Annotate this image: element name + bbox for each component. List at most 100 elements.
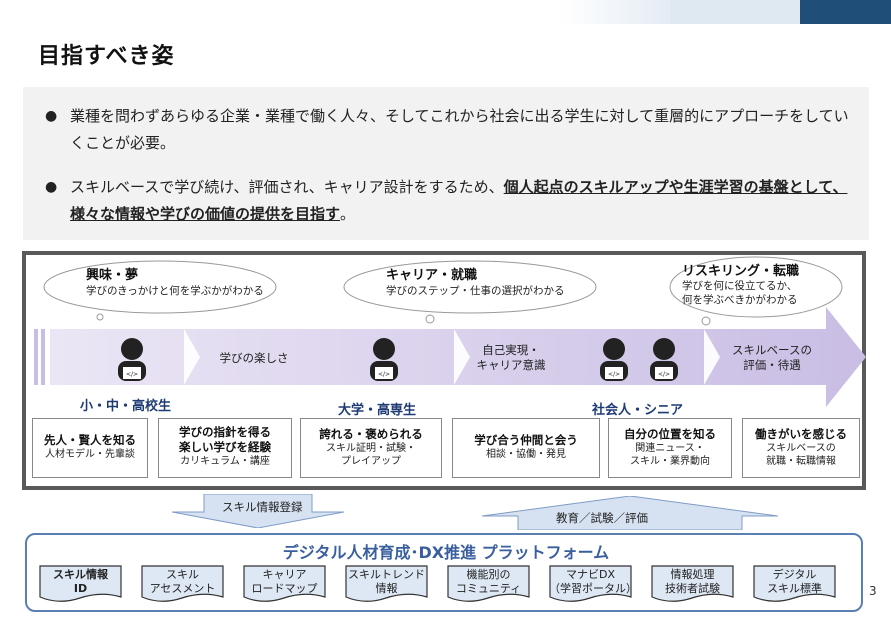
- learning-journey-arrow: [34, 307, 866, 407]
- platform-item-4-label: スキルトレンド 情報: [345, 565, 428, 596]
- summary-box: ● 業種を問わずあらゆる企業・業種で働く人々、そしてこれから社会に出る学生に対し…: [23, 87, 869, 240]
- document-banner-icon: [549, 565, 632, 602]
- cloud-reskilling-title: リスキリング・転職: [682, 264, 800, 279]
- senior-person-icon: </>: [650, 338, 678, 381]
- stage-label-university: 大学・高専生: [338, 403, 417, 418]
- card-4-sub: 相談・協働・発見: [486, 449, 566, 460]
- platform-item-4-line2: 情報: [375, 582, 398, 595]
- summary-bullet-2-tail: 。: [340, 205, 356, 223]
- summary-bullet-1-text: 業種を問わずあらゆる企業・業種で働く人々、そしてこれから社会に出る学生に対して重…: [70, 107, 849, 152]
- cloud-career-sub: 学びのステップ・仕事の選択がわかる: [386, 285, 565, 297]
- document-banner-icon: [243, 565, 326, 602]
- card-feel-fulfillment: 働きがいを感じる スキルベースの 就職・転職情報: [742, 418, 860, 478]
- platform-item-8-label: デジタル スキル標準: [753, 565, 836, 596]
- platform-item-skill-assessment[interactable]: スキル アセスメント: [141, 565, 224, 603]
- platform-item-7-line2: 技術者試験: [665, 582, 720, 595]
- arrow-text-skill-based: スキルベースの 評価・待遇: [724, 343, 820, 373]
- stage-label-school: 小・中・高校生: [80, 399, 172, 414]
- card-6-sub-2: 就職・転職情報: [766, 456, 836, 467]
- platform-item-skill-id[interactable]: スキル情報 ID: [39, 565, 122, 603]
- card-3-sub-2: プレイアップ: [341, 456, 401, 467]
- platform-item-7-line1: 情報処理: [670, 568, 715, 581]
- summary-bullet-2-lead: スキルベースで学び続け、評価され、キャリア設計をするため、: [70, 178, 504, 196]
- platform-item-career-roadmap[interactable]: キャリア ロードマップ: [243, 565, 326, 603]
- card-learn-from-mentors: 先人・賢人を知る 人材モデル・先輩談: [32, 418, 148, 478]
- card-3-title: 誇れる・褒められる: [319, 427, 423, 441]
- svg-text:</>: </>: [126, 371, 138, 378]
- document-banner-icon: [141, 565, 224, 602]
- card-1-sub: 人材モデル・先輩談: [45, 449, 135, 460]
- card-5-sub-1: 関連ニュース・: [635, 443, 705, 454]
- card-3-sub-1: スキル証明・試験・: [326, 443, 416, 454]
- card-2-title-2: 楽しい学びを経験: [179, 440, 271, 454]
- card-4-title: 学び合う仲間と会う: [474, 433, 578, 447]
- platform-item-8-line1: デジタル: [772, 568, 817, 581]
- card-proud-praised: 誇れる・褒められる スキル証明・試験・ プレイアップ: [300, 418, 442, 478]
- platform-title: デジタル人材育成･DX推進 プラットフォーム: [282, 543, 610, 562]
- worker-person-icon: </>: [600, 338, 628, 381]
- top-decorative-bar: [0, 0, 891, 24]
- platform-item-manabi-dx[interactable]: マナビDX （学習ポータル）: [549, 565, 637, 603]
- platform-item-1-line2: ID: [73, 582, 88, 595]
- platform-item-7-label: 情報処理 技術者試験: [651, 565, 734, 596]
- platform-item-2-line1: スキル: [166, 568, 199, 581]
- document-banner-icon: [651, 565, 734, 602]
- platform-item-3-line2: ロードマップ: [251, 582, 318, 595]
- platform-item-6-line1: マナビDX: [565, 568, 615, 581]
- svg-text:</>: </>: [378, 371, 390, 378]
- platform-item-2-line2: アセスメント: [149, 582, 216, 595]
- arrow-text-self-realization: 自己実現・ キャリア意識: [466, 343, 556, 373]
- card-meet-peers: 学び合う仲間と会う 相談・協働・発見: [452, 418, 600, 478]
- summary-bullet-2-text: スキルベースで学び続け、評価され、キャリア設計をするため、個人起点のスキルアップ…: [70, 174, 850, 228]
- platform-item-8-line2: スキル標準: [767, 582, 822, 595]
- platform-item-it-exam[interactable]: 情報処理 技術者試験: [651, 565, 734, 603]
- platform-item-digital-skill-standard[interactable]: デジタル スキル標準: [753, 565, 836, 603]
- document-banner-icon: [39, 565, 122, 602]
- student-person-icon: </>: [118, 338, 146, 381]
- platform-item-3-label: キャリア ロードマップ: [243, 565, 326, 596]
- platform-item-6-label: マナビDX （学習ポータル）: [549, 565, 637, 596]
- document-banner-icon: [753, 565, 836, 602]
- platform-item-skill-trend[interactable]: スキルトレンド 情報: [345, 565, 428, 603]
- card-6-sub-1: スキルベースの: [766, 443, 836, 454]
- platform-item-3-line1: キャリア: [262, 568, 307, 581]
- arrow-text-self-realization-1: 自己実現・: [482, 343, 540, 357]
- card-learning-guide: 学びの指針を得る 楽しい学びを経験 カリキュラム・講座: [158, 418, 292, 478]
- cloud-reskilling-sub-1: 学びを何に役立てるか、: [682, 280, 798, 292]
- platform-item-5-label: 機能別の コミュニティ: [447, 565, 530, 596]
- card-6-title: 働きがいを感じる: [755, 427, 847, 441]
- cloud-career-title: キャリア・就職: [386, 268, 478, 283]
- card-2-title-1: 学びの指針を得る: [179, 425, 271, 439]
- journey-diagram: 興味・夢 学びのきっかけと何を学ぶかがわかる キャリア・就職 学びのステップ・仕…: [22, 251, 866, 490]
- arrow-text-joy: 学びの楽しさ: [219, 351, 289, 365]
- thought-cloud-reskilling: [669, 256, 843, 326]
- card-2-sub: カリキュラム・講座: [180, 456, 270, 467]
- card-know-position: 自分の位置を知る 関連ニュース・ スキル・業界動向: [608, 418, 732, 478]
- page-title: 目指すべき姿: [38, 44, 175, 69]
- education-exam-up-arrow: [482, 496, 778, 530]
- document-banner-icon: [345, 565, 428, 602]
- card-5-sub-2: スキル・業界動向: [630, 456, 710, 467]
- dx-platform-panel: デジタル人材育成･DX推進 プラットフォーム スキル情報 ID スキル アセスメ…: [25, 533, 863, 612]
- svg-text:</>: </>: [658, 371, 670, 378]
- arrow-text-self-realization-2: キャリア意識: [476, 358, 546, 372]
- card-5-title: 自分の位置を知る: [624, 427, 716, 441]
- university-person-icon: </>: [370, 338, 398, 381]
- platform-item-5-line2: コミュニティ: [455, 582, 522, 595]
- cloud-interest-sub: 学びのきっかけと何を学ぶかがわかる: [86, 285, 264, 297]
- page-number: 3: [869, 584, 877, 598]
- document-banner-icon: [447, 565, 530, 602]
- arrow-text-skill-based-2: 評価・待遇: [743, 358, 801, 372]
- skill-registration-label: スキル情報登録: [222, 500, 303, 514]
- platform-item-2-label: スキル アセスメント: [141, 565, 224, 596]
- skill-registration-down-arrow: [172, 494, 344, 528]
- card-1-title: 先人・賢人を知る: [44, 433, 136, 447]
- arrow-text-skill-based-1: スキルベースの: [732, 343, 812, 357]
- svg-text:</>: </>: [608, 371, 620, 378]
- cloud-reskilling-sub-2: 何を学ぶべきかがわかる: [682, 294, 798, 306]
- summary-bullet-2-emphasis: 個人起点のスキルアップや生涯学習の基盤として、様々な情報や学びの価値の提供を目指…: [70, 178, 848, 223]
- platform-item-4-line1: スキルトレンド: [348, 568, 425, 581]
- thought-cloud-career: [343, 260, 597, 324]
- platform-item-community[interactable]: 機能別の コミュニティ: [447, 565, 530, 603]
- platform-item-1-label: スキル情報 ID: [39, 565, 122, 596]
